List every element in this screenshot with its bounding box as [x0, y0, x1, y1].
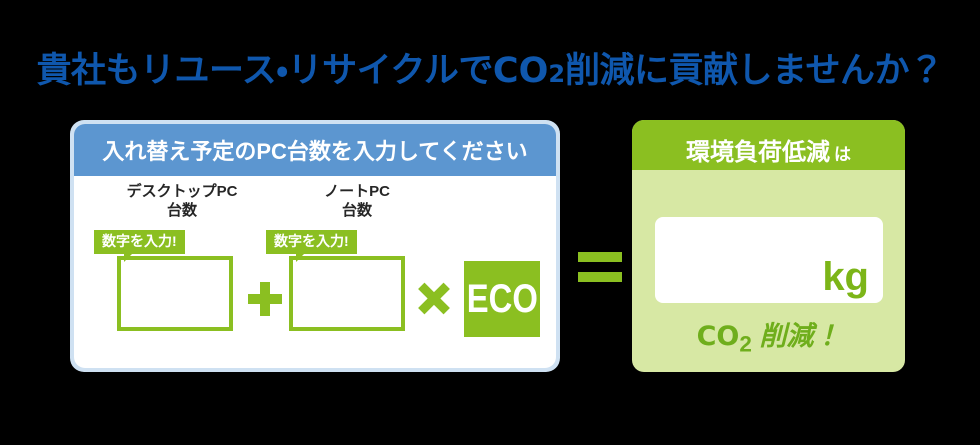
headline-co2-subscript: 2: [548, 60, 566, 88]
headline-part2: 削減に貢献しませんか？: [565, 51, 944, 90]
desktop-pc-enter-number-tag: 数字を入力!: [94, 230, 185, 262]
co2-reduction-unit: kg: [822, 255, 869, 299]
result-panel-title: 環境負荷低減: [686, 139, 830, 166]
result-panel-header: 環境負荷低減 は: [632, 120, 905, 170]
pc-count-input-panel: 入れ替え予定のPC台数を入力してください デスクトップPC 台数 数字を入力! …: [70, 120, 560, 372]
pc-count-panel-body: デスクトップPC 台数 数字を入力! ノートPC 台数 数字を入力! E: [74, 176, 556, 368]
headline-co2-text: CO: [492, 51, 549, 91]
multiply-operator-icon: [416, 281, 452, 317]
headline-part1: 貴社もリユース・リサイクルで: [36, 51, 493, 90]
desktop-pc-label-line1: デスクトップPC: [126, 183, 238, 200]
caption-exclamation: ！: [813, 321, 841, 351]
caption-co2-subscript: 2: [739, 331, 752, 357]
eco-badge-text: ECO: [466, 276, 538, 321]
notebook-pc-label-line2: 台数: [341, 202, 372, 219]
desktop-pc-label-line2: 台数: [166, 202, 197, 219]
equals-operator-icon: [578, 252, 622, 282]
plus-operator-icon: [248, 282, 282, 316]
page-headline: 貴社もリユース・リサイクルでCO2削減に貢献しませんか？: [0, 48, 980, 97]
pc-count-panel-header: 入れ替え予定のPC台数を入力してください: [74, 124, 556, 176]
desktop-pc-tag-text: 数字を入力!: [102, 233, 177, 249]
notebook-pc-count-label: ノートPC 台数: [277, 182, 437, 220]
headline-co2-label: CO2: [493, 51, 565, 91]
co2-reduction-caption: CO2 削減！: [632, 314, 905, 357]
notebook-pc-count-input[interactable]: [289, 256, 405, 331]
notebook-pc-tag-text: 数字を入力!: [274, 233, 349, 249]
caption-reduction-text: 削減: [759, 321, 814, 351]
pc-count-input-panel-inner: 入れ替え予定のPC台数を入力してください デスクトップPC 台数 数字を入力! …: [74, 124, 556, 368]
co2-reduction-result-field: kg: [655, 217, 883, 303]
pc-count-panel-title: 入れ替え予定のPC台数を入力してください: [102, 139, 528, 164]
co2-reduction-result-panel: 環境負荷低減 は kg CO2 削減！: [632, 120, 905, 372]
notebook-pc-enter-number-tag: 数字を入力!: [266, 230, 357, 262]
notebook-pc-label-line1: ノートPC: [324, 183, 390, 200]
desktop-pc-count-label: デスクトップPC 台数: [102, 182, 262, 220]
eco-factor-badge: ECO: [464, 261, 540, 337]
caption-co2-text: CO: [696, 321, 740, 352]
desktop-pc-count-input[interactable]: [117, 256, 233, 331]
result-panel-title-suffix: は: [834, 145, 851, 164]
